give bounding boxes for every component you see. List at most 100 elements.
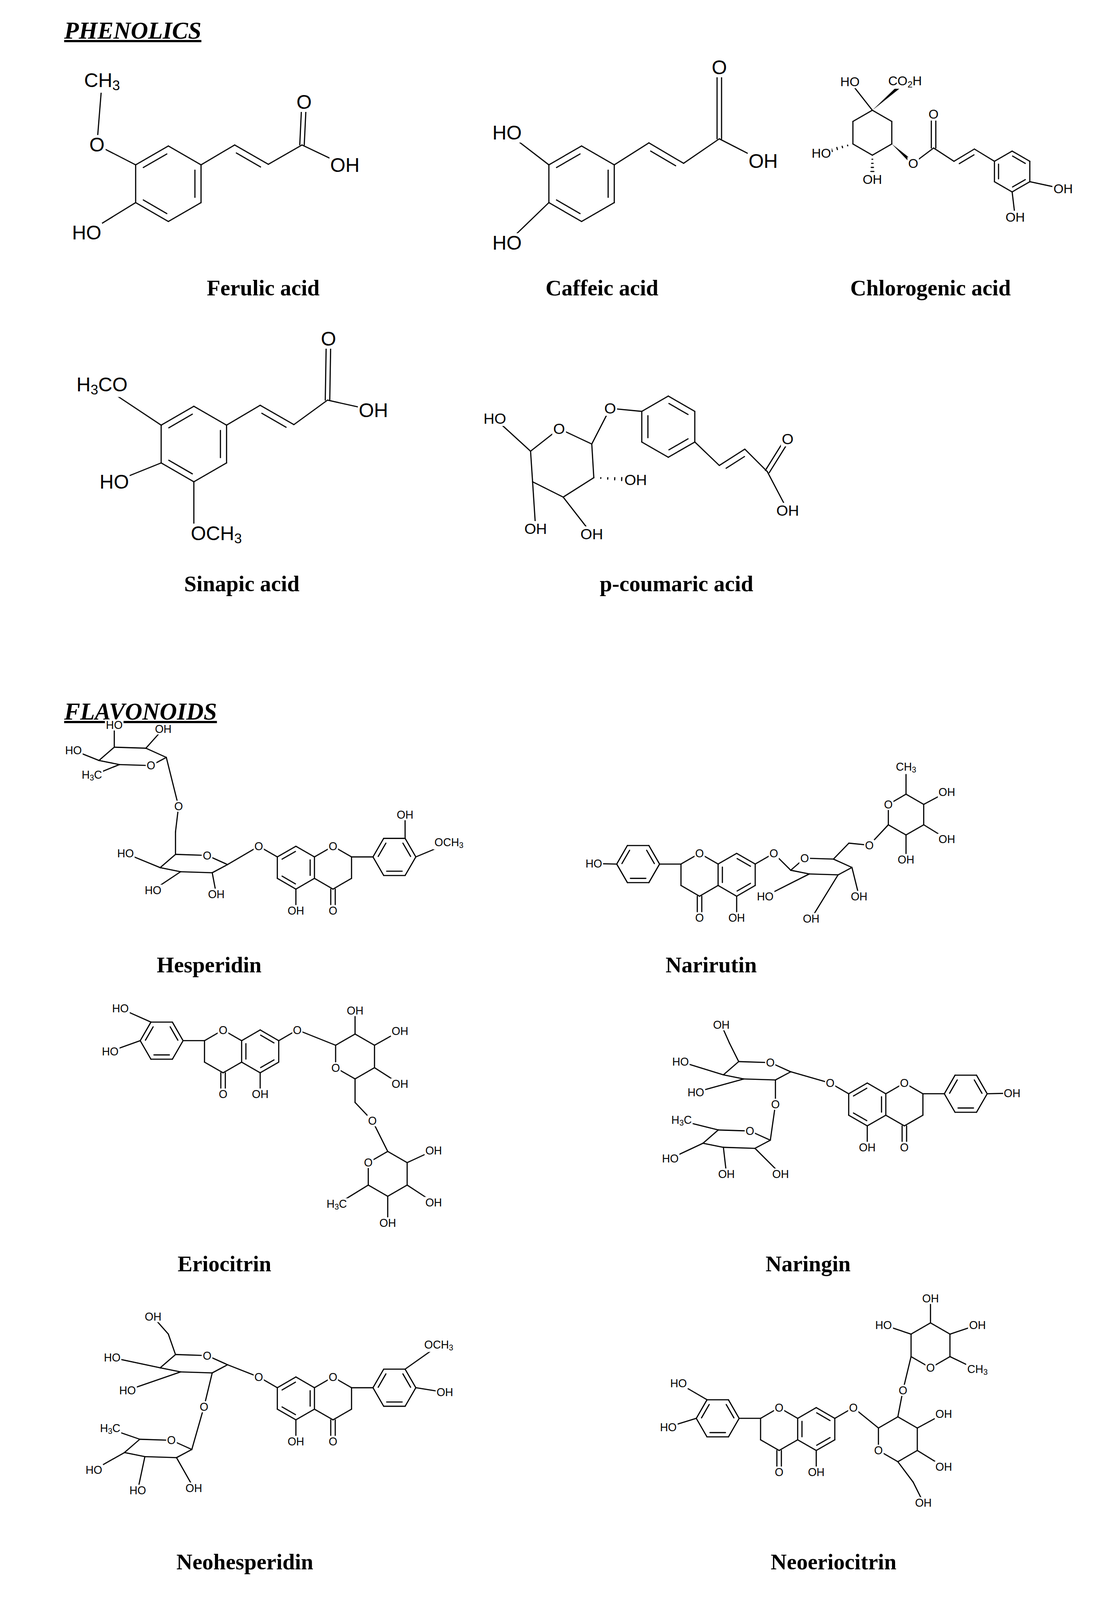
atom-label-holder: OH [968,1318,988,1330]
bond-line [848,1093,850,1115]
bond-line [194,170,196,198]
text-run: OH [897,852,915,865]
atom-label-holder: H3C [99,1422,122,1436]
text-run: OH [396,807,414,821]
bond-line [191,1406,205,1450]
atom-label: HO [118,1383,137,1396]
atom-label: O [327,904,338,916]
bond-line [699,884,719,896]
text-run: HO [103,1350,121,1364]
bond-line [716,67,718,139]
bond-line [737,858,751,866]
atom-label-holder: OH [934,1407,954,1419]
bond-line [910,1333,912,1356]
bond-line [354,1078,356,1103]
bond-line [562,477,594,497]
bond-line [404,1368,416,1388]
bond-line [314,1408,333,1420]
bond-line [143,154,167,168]
atom-label-holder: O [848,1401,859,1413]
text-run: CO [98,372,128,395]
text-run: O [848,1400,858,1413]
bond-line [816,1436,830,1445]
compound-name: Hesperidin [155,953,263,976]
bond-line [313,856,316,878]
bond-line [180,1371,213,1372]
atom-label: OH [1052,182,1075,196]
bond-line [295,877,315,889]
text-run: OH [802,911,820,925]
text-run: O [745,1124,754,1137]
atom-label: OH [727,911,746,923]
atom-label: OH [849,890,869,902]
text-run: 3 [448,1342,454,1352]
bond-line [145,1026,154,1040]
bond-line [168,202,202,222]
atom-label-holder: OH [896,853,916,865]
bond-line [888,824,907,835]
atom-label-holder: O [253,1370,264,1382]
bond-line [404,837,416,857]
bond-line [260,1029,279,1041]
bond-line [721,67,723,139]
text-run: HO [144,883,162,896]
atom-label: OH [424,1144,444,1156]
bond-line [532,481,564,497]
bond-line [222,1061,242,1073]
bond-line [383,837,405,839]
text-run: HO [129,1483,147,1496]
bond-line [790,869,810,874]
atom-label: OH [934,1460,954,1472]
atom-label-holder: HO [756,890,775,902]
atom-label-holder: O [202,849,213,861]
atom-label: HO [71,222,103,243]
atom-label: HO [103,1351,122,1363]
text-run: HO [659,1419,677,1433]
text-run: O [328,903,337,916]
atom-label: CO2H [887,74,923,89]
atom-label: OH [896,853,916,865]
bond-line [372,1387,384,1406]
text-run: Ferulic acid [206,275,320,301]
bond-line [993,161,996,182]
bond-line [790,1071,831,1083]
atom-label: O [907,156,920,170]
atom-label: CH3 [83,70,121,93]
atom-label: CH3 [895,761,918,774]
atom-label-holder: HO [128,1484,147,1496]
atom-label-holder: O [327,904,338,916]
atom-label: HO [84,1463,104,1475]
bond-line [696,1399,707,1418]
text-run: OH [922,1291,940,1305]
bond-line [277,1408,297,1420]
atom-label: CH3 [966,1362,989,1376]
text-run: OH [346,1003,364,1016]
atom-label: OCH3 [190,523,243,546]
bond-line [723,1074,744,1079]
atom-label-holder: HO [810,146,833,160]
text-run: O [825,1076,835,1089]
atom-label: O [295,92,313,112]
atom-label: OH [1004,210,1027,224]
atom-label: O [552,420,566,437]
text-run: O [765,1055,775,1069]
bond-line [737,883,751,891]
bond-line [268,144,302,165]
bond-line [160,867,181,872]
atom-label-holder: OH [435,1386,455,1398]
text-run: O [368,1113,377,1127]
bond-line [404,1387,416,1406]
atom-label-holder: OH [329,155,361,175]
atom-label-holder: O [292,1023,303,1035]
bond-line [314,877,333,889]
compound-name-holder: Ferulic acid [206,276,321,299]
atom-label-holder: HO [491,233,523,253]
atom-label: OCH3 [433,836,464,850]
text-run: O [926,1360,935,1374]
bond-line [816,1438,835,1450]
bond-line [891,121,893,144]
text-run: O [174,799,183,813]
atom-label: OH [861,173,884,187]
atom-label-holder: O [927,107,940,121]
bond-line [143,199,167,214]
